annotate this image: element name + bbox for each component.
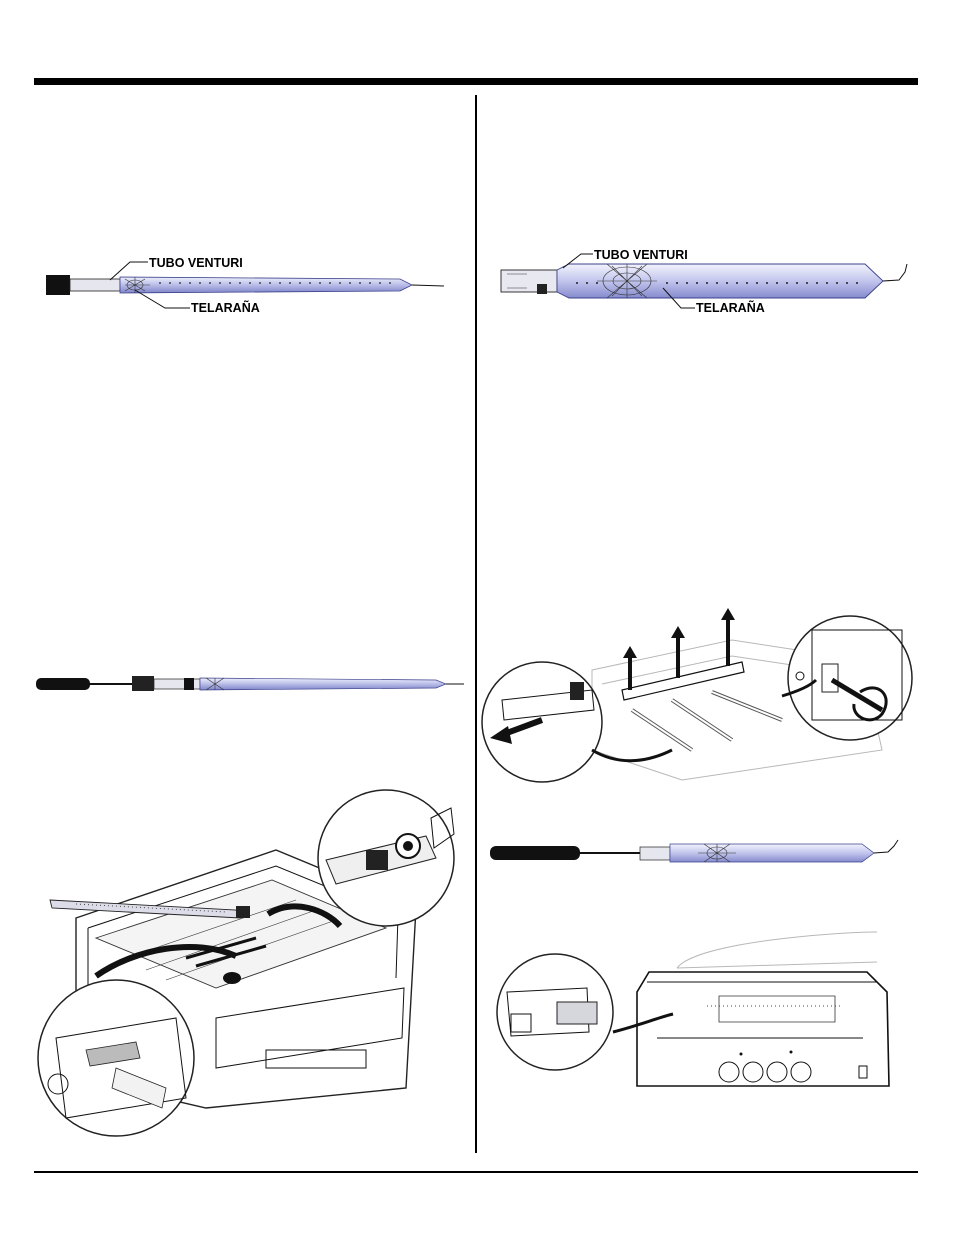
screwdriver-tapered-burner — [36, 676, 464, 691]
straight-burner-spider-diagram: TUBO VENTURI TELARAÑA — [500, 248, 908, 315]
screwdriver-icon — [36, 678, 132, 690]
tubo-venturi-label: TUBO VENTURI — [594, 248, 688, 262]
grill-body-burner-removal — [37, 789, 455, 1137]
up-arrow-icon — [623, 608, 735, 690]
bottom-rule — [34, 1171, 918, 1173]
screwdriver-straight-burner — [490, 839, 899, 863]
screw-removal-detail-callout — [481, 661, 603, 783]
telarana-label: TELARAÑA — [191, 300, 260, 315]
tapered-burner-spider-diagram: TUBO VENTURI TELARAÑA — [46, 256, 445, 315]
spider-web-icon — [597, 263, 657, 299]
top-rule — [34, 78, 918, 85]
tubo-venturi-label: TUBO VENTURI — [149, 256, 243, 270]
burner-tab-detail-callout — [37, 979, 195, 1137]
valve-detail-callout — [317, 789, 455, 927]
venturi-insert-detail-callout — [496, 953, 614, 1071]
screwdriver-icon — [490, 846, 640, 860]
wrench-turn-detail-callout — [787, 615, 913, 741]
telarana-label: TELARAÑA — [696, 300, 765, 315]
grill-side-burner-install — [496, 931, 890, 1087]
column-divider — [475, 95, 477, 1153]
burner-bracket-removal — [481, 608, 913, 783]
